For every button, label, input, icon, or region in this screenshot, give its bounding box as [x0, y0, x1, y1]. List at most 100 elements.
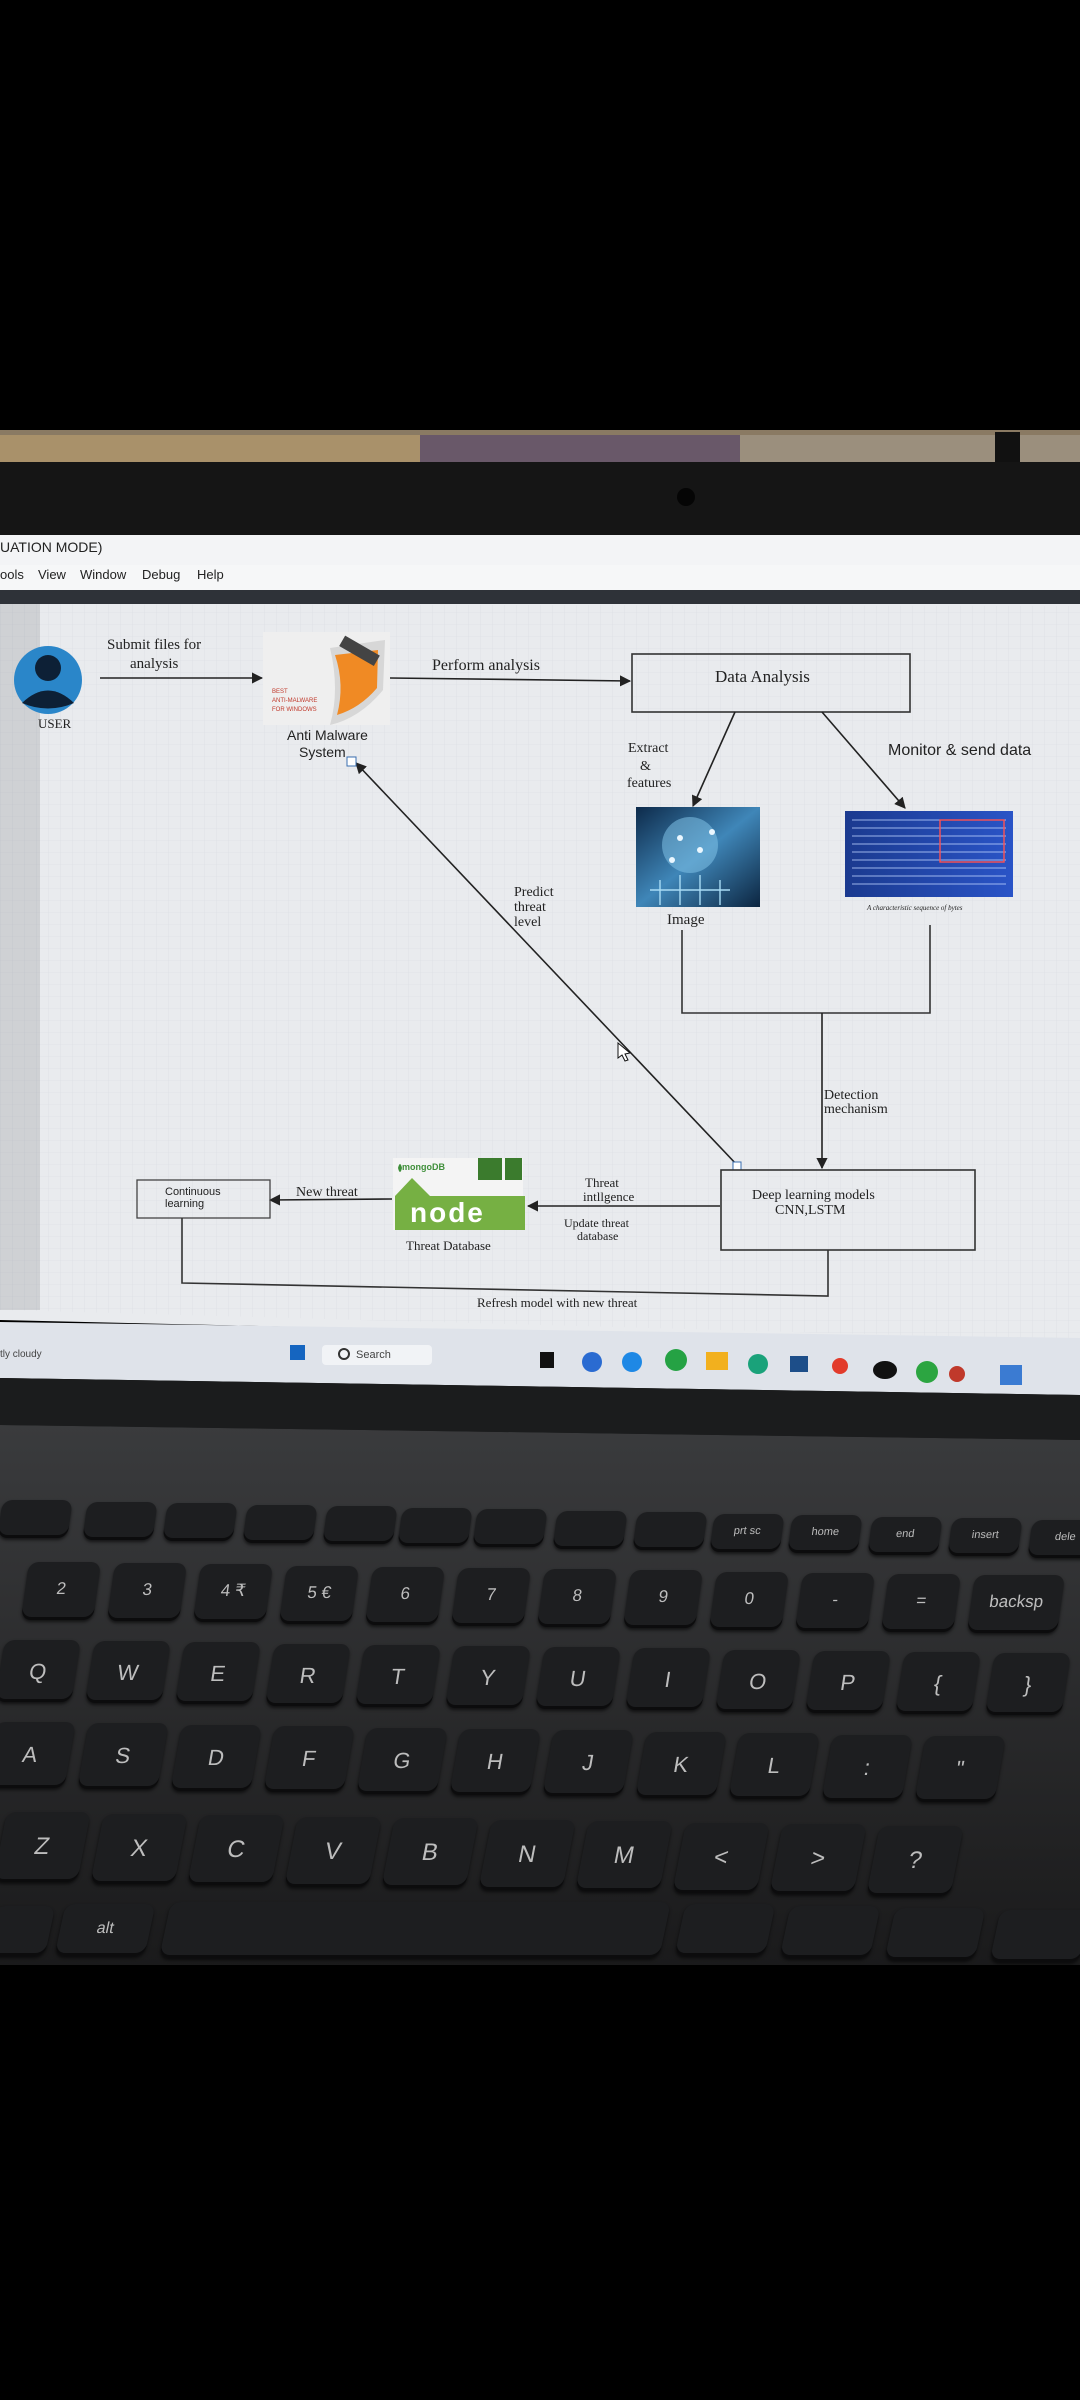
num-key-1[interactable]: 3	[106, 1563, 188, 1622]
fn-key-11[interactable]: end	[867, 1516, 943, 1555]
letter-key-r[interactable]: R	[265, 1643, 351, 1706]
menu-item-tools[interactable]: ools	[0, 567, 24, 582]
windows-start-icon[interactable]	[290, 1345, 305, 1360]
fn-key-0[interactable]	[0, 1500, 73, 1538]
bottom-key-2[interactable]: C	[187, 1815, 285, 1885]
letter-key-u-label: U	[567, 1666, 588, 1692]
bottom-key-7[interactable]: <	[672, 1822, 770, 1893]
predict-label-line1: Predict	[514, 885, 554, 900]
home-key-0[interactable]: A	[0, 1722, 76, 1788]
right-ctrl-key[interactable]	[779, 1906, 881, 1958]
bottom-key-8[interactable]: >	[769, 1824, 867, 1894]
num-key-11[interactable]: backsp	[966, 1575, 1066, 1634]
menu-item-debug[interactable]: Debug	[142, 567, 181, 582]
letter-key-}[interactable]: }	[985, 1653, 1071, 1716]
letter-key-q[interactable]: Q	[0, 1640, 81, 1702]
letter-key-{[interactable]: {	[895, 1652, 981, 1714]
home-key-10[interactable]: "	[914, 1736, 1006, 1802]
bottom-key-6[interactable]: M	[575, 1821, 673, 1891]
bottom-key-8-label: >	[808, 1845, 828, 1872]
bottom-key-4-label: B	[419, 1839, 441, 1866]
fn-key-1[interactable]	[82, 1501, 158, 1540]
home-key-1[interactable]: S	[77, 1723, 169, 1790]
bottom-key-0[interactable]: Z	[0, 1812, 91, 1882]
letter-key-o[interactable]: O	[715, 1649, 801, 1712]
num-key-3[interactable]: 5 €	[278, 1565, 360, 1624]
home-key-7[interactable]: K	[635, 1731, 727, 1798]
num-key-6[interactable]: 8	[536, 1569, 618, 1628]
home-key-6[interactable]: J	[542, 1730, 634, 1797]
windows-key[interactable]	[0, 1906, 56, 1956]
bottom-key-5-label: N	[515, 1840, 539, 1868]
fn-key-7[interactable]	[552, 1510, 628, 1549]
letter-key-e[interactable]: E	[175, 1642, 261, 1705]
alt-key[interactable]: alt	[54, 1904, 156, 1956]
home-key-0-label: A	[20, 1742, 40, 1767]
num-key-10[interactable]: =	[880, 1574, 962, 1632]
bytes-caption: A characteristic sequence of bytes	[867, 904, 963, 912]
letter-key-q-label: Q	[27, 1659, 49, 1684]
home-key-4[interactable]: G	[356, 1727, 448, 1794]
mongodb-logo-text: mongoDB	[402, 1162, 445, 1172]
arrow-key[interactable]	[884, 1908, 986, 1960]
bottom-key-3[interactable]: V	[284, 1816, 382, 1887]
bottom-key-9[interactable]: ?	[866, 1825, 964, 1896]
letter-key-t[interactable]: T	[355, 1644, 441, 1707]
num-key-8[interactable]: 0	[708, 1571, 790, 1630]
menu-item-help[interactable]: Help	[197, 567, 224, 582]
fn-key-6[interactable]	[472, 1509, 548, 1547]
fn-key-8[interactable]	[632, 1512, 708, 1550]
fn-key-2[interactable]	[162, 1503, 238, 1541]
home-key-3[interactable]: F	[263, 1726, 355, 1793]
menu-item-view[interactable]: View	[38, 567, 66, 582]
num-key-7-label: 9	[657, 1587, 670, 1607]
extract-label-line3: features	[627, 776, 672, 791]
letter-key-y[interactable]: Y	[445, 1646, 531, 1708]
num-key-9[interactable]: -	[794, 1572, 876, 1631]
bottom-key-9-label: ?	[905, 1846, 925, 1874]
num-key-4-label: 6	[399, 1583, 412, 1603]
num-key-8-label: 0	[743, 1588, 756, 1608]
fn-key-13[interactable]: dele	[1027, 1519, 1080, 1558]
home-key-3-label: F	[300, 1746, 319, 1772]
fn-key-3[interactable]	[242, 1504, 318, 1543]
letter-key-i[interactable]: I	[625, 1648, 711, 1711]
home-key-1-label: S	[113, 1743, 133, 1769]
search-icon	[338, 1348, 350, 1360]
space-bar[interactable]	[159, 1902, 671, 1958]
home-key-2[interactable]: D	[170, 1724, 262, 1791]
letter-key-p[interactable]: P	[805, 1650, 891, 1713]
antimalware-image-text-2: ANTI-MALWARE	[272, 698, 318, 704]
fn-key-12[interactable]: insert	[947, 1518, 1023, 1556]
home-key-9[interactable]: :	[821, 1734, 913, 1801]
bottom-key-5[interactable]: N	[478, 1819, 576, 1890]
num-key-4[interactable]: 6	[364, 1566, 446, 1625]
bottom-key-1[interactable]: X	[90, 1813, 188, 1884]
fn-key-12-label: insert	[970, 1529, 1000, 1541]
letter-key-u[interactable]: U	[535, 1647, 621, 1710]
arrow-key-right[interactable]	[989, 1910, 1080, 1962]
fn-key-9[interactable]: prt sc	[709, 1513, 785, 1552]
home-key-5[interactable]: H	[449, 1729, 541, 1795]
home-key-8[interactable]: L	[728, 1733, 820, 1800]
fn-key-10[interactable]: home	[787, 1515, 863, 1553]
home-key-10-label: "	[953, 1756, 967, 1781]
menu-item-window[interactable]: Window	[80, 567, 127, 582]
bottom-key-4[interactable]: B	[381, 1818, 479, 1888]
submit-label-line1: Submit files for	[107, 637, 202, 653]
fn-key-4[interactable]	[322, 1506, 398, 1544]
right-alt-key[interactable]	[674, 1904, 776, 1956]
letter-key-w[interactable]: W	[85, 1641, 171, 1704]
num-key-7[interactable]: 9	[622, 1570, 704, 1629]
fn-key-5[interactable]	[397, 1507, 473, 1546]
num-key-0[interactable]: 2	[20, 1562, 102, 1620]
num-key-0-label: 2	[55, 1579, 68, 1598]
num-key-2[interactable]: 4 ₹	[192, 1564, 274, 1623]
num-key-10-label: =	[915, 1591, 928, 1610]
nodejs-logo-text: node	[410, 1197, 485, 1228]
num-key-5[interactable]: 7	[450, 1568, 532, 1626]
home-key-9-label: :	[861, 1754, 873, 1780]
bottom-key-0-label: Z	[32, 1833, 53, 1860]
taskbar-search[interactable]: Search	[356, 1349, 391, 1361]
